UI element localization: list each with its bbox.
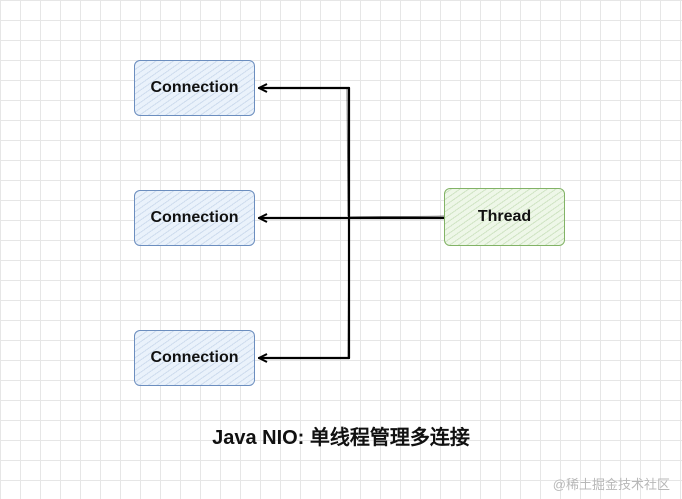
diagram-caption: Java NIO: 单线程管理多连接 [212,427,470,449]
connection-node-2: Connection [134,190,255,246]
connection-label-1: Connection [150,79,239,96]
connection-node-3: Connection [134,330,255,386]
watermark: @稀土掘金技术社区 [552,477,670,492]
connection-node-1: Connection [134,60,255,116]
thread-label: Thread [477,208,532,225]
connection-label-2: Connection [150,209,239,226]
connection-label-3: Connection [150,349,239,366]
thread-node: Thread [444,188,565,246]
